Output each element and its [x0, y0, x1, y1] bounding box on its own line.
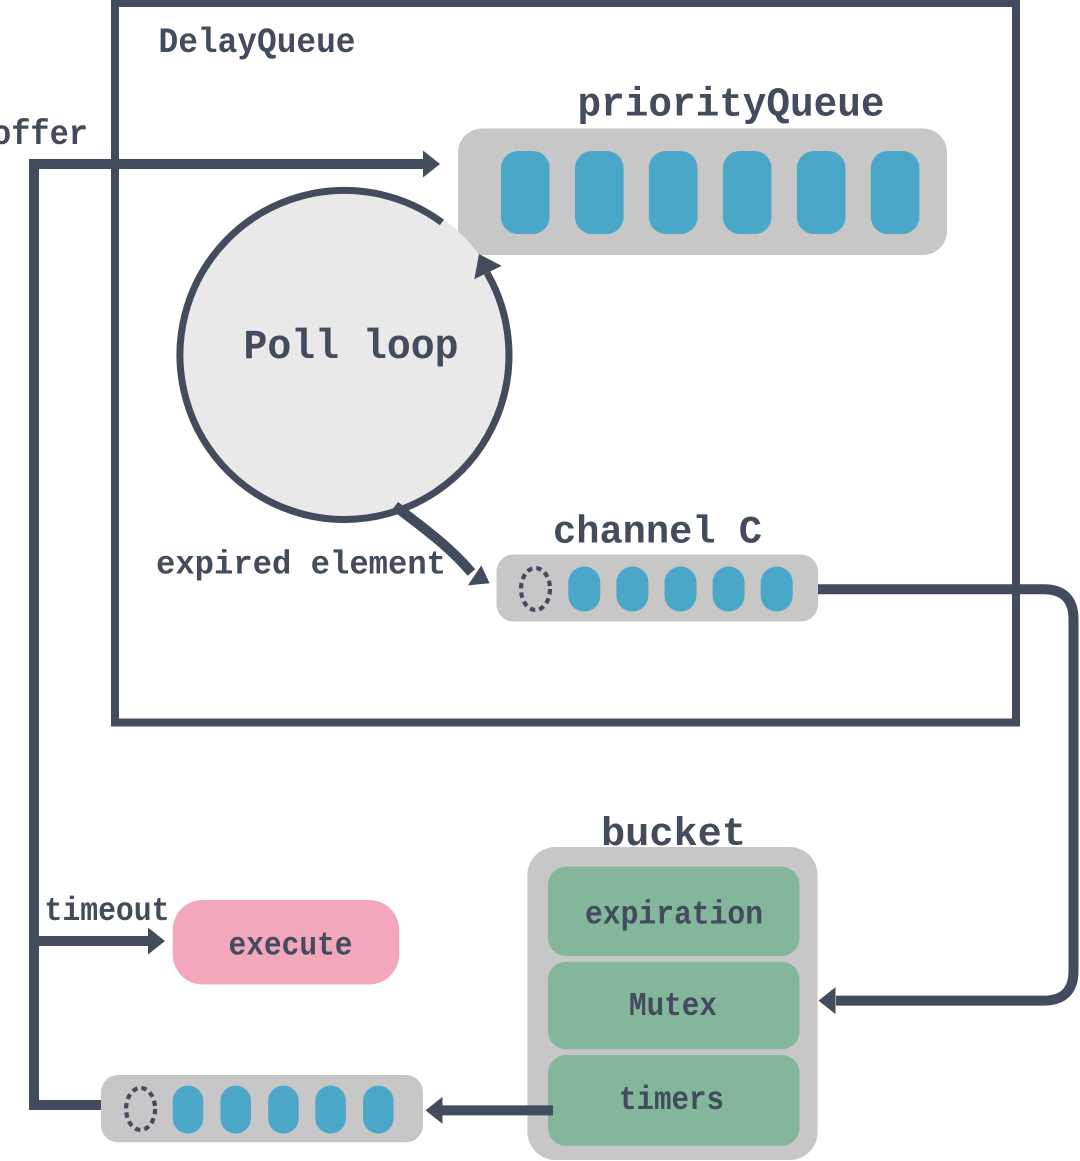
svg-text:expired element: expired element	[156, 546, 446, 583]
svg-text:priorityQueue: priorityQueue	[578, 83, 885, 129]
svg-text:expiration: expiration	[585, 897, 763, 934]
svg-text:execute: execute	[229, 928, 353, 965]
svg-text:timeout: timeout	[45, 893, 170, 930]
svg-text:Mutex: Mutex	[629, 988, 717, 1025]
svg-text:channel C: channel C	[553, 511, 762, 555]
svg-text:timers: timers	[619, 1082, 724, 1119]
svg-text:Poll loop: Poll loop	[244, 323, 459, 371]
svg-text:DelayQueue: DelayQueue	[159, 23, 356, 63]
svg-text:offer: offer	[0, 115, 88, 155]
